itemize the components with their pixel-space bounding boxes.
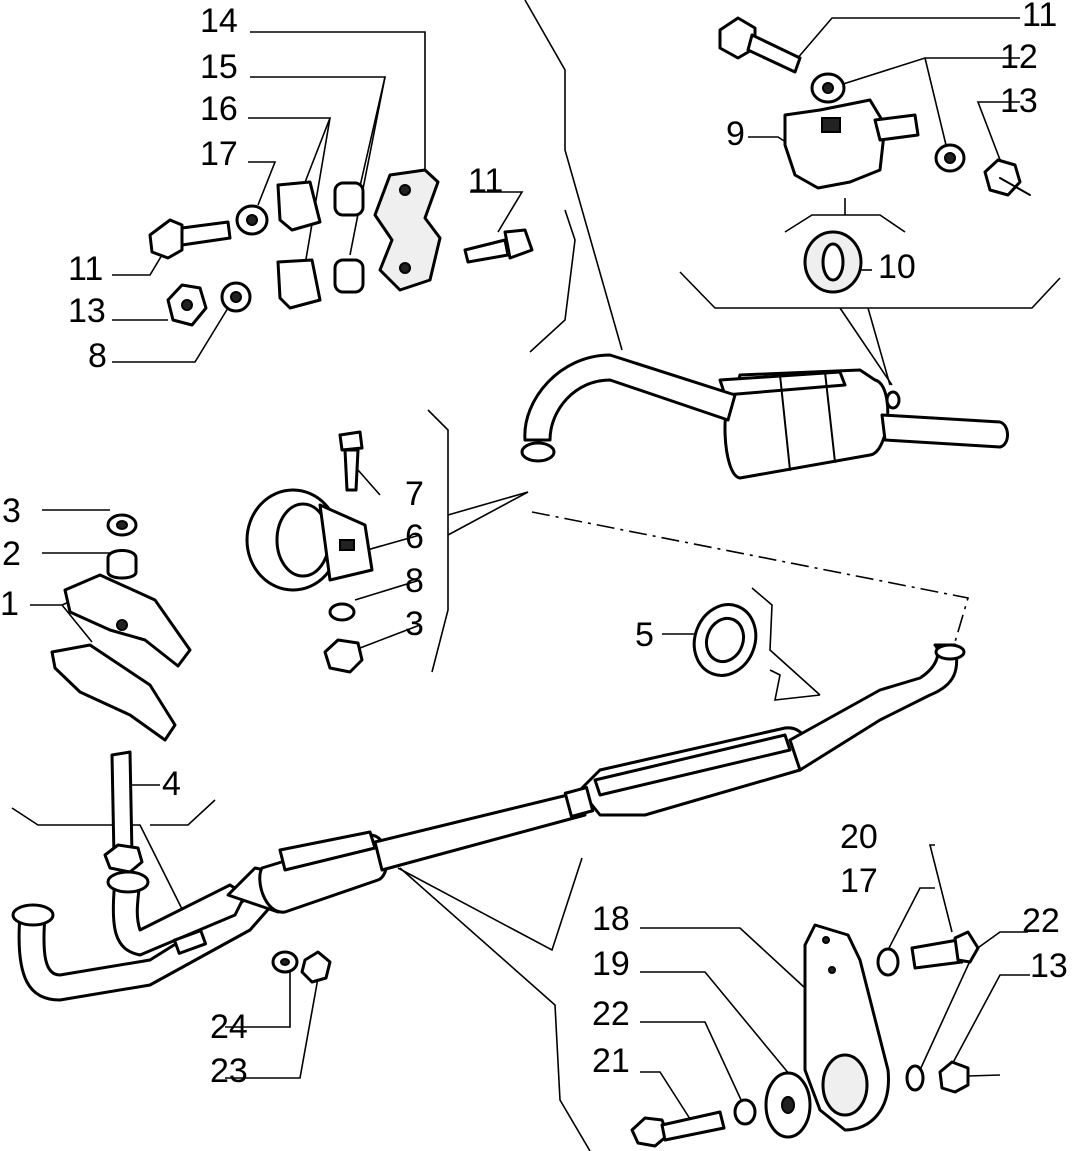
label-8: 8 [405, 562, 424, 600]
alignment-line [531, 511, 970, 643]
label-19: 19 [592, 945, 630, 983]
clamp-6-group [245, 430, 374, 674]
bolt-11-left [148, 218, 184, 260]
label-10: 10 [878, 248, 916, 286]
label-11: 11 [68, 250, 103, 288]
hanger-bracket-9 [783, 98, 887, 190]
label-5: 5 [635, 616, 654, 654]
label-12: 12 [1000, 38, 1038, 76]
label-13: 13 [68, 292, 106, 330]
plug-parts [271, 950, 332, 984]
exhaust-assembly [11, 353, 1009, 1002]
front-mount-parts [148, 168, 534, 327]
label-21: 21 [592, 1042, 630, 1080]
gasket-5 [692, 603, 758, 677]
leader-lines [11, 0, 1061, 1151]
tailpipe [880, 413, 1009, 449]
label-1: 1 [0, 585, 19, 623]
label-14: 14 [200, 2, 238, 40]
label-9: 9 [726, 115, 745, 153]
label-20: 20 [840, 818, 878, 856]
label-11: 11 [468, 162, 503, 200]
clamp-parts-left [50, 513, 192, 874]
rear-hanger-parts [630, 923, 1001, 1148]
label-2: 2 [2, 535, 21, 573]
label-24: 24 [210, 1008, 248, 1046]
label-23: 23 [210, 1052, 248, 1090]
label-13: 13 [1030, 947, 1068, 985]
label-22: 22 [1022, 902, 1060, 940]
label-13: 13 [1000, 82, 1038, 120]
rear-mount-parts [718, 16, 1031, 294]
part-labels: 14 15 16 17 11 13 8 11 11 12 9 13 10 3 2… [0, 0, 1068, 1090]
label-16: 16 [200, 90, 238, 128]
mid-pipe [373, 790, 587, 872]
label-22: 22 [592, 995, 630, 1033]
label-8: 8 [88, 337, 107, 375]
clamp-plate-1-lower [50, 643, 177, 742]
label-7: 7 [405, 475, 424, 513]
label-3: 3 [2, 492, 21, 530]
label-15: 15 [200, 48, 238, 86]
label-6: 6 [405, 518, 424, 556]
label-17: 17 [840, 862, 878, 900]
clamp-plate-1-upper [63, 573, 192, 668]
label-17: 17 [200, 135, 238, 173]
label-4: 4 [162, 765, 181, 803]
label-18: 18 [592, 900, 630, 938]
label-11: 11 [1022, 0, 1057, 34]
label-3: 3 [405, 605, 424, 643]
